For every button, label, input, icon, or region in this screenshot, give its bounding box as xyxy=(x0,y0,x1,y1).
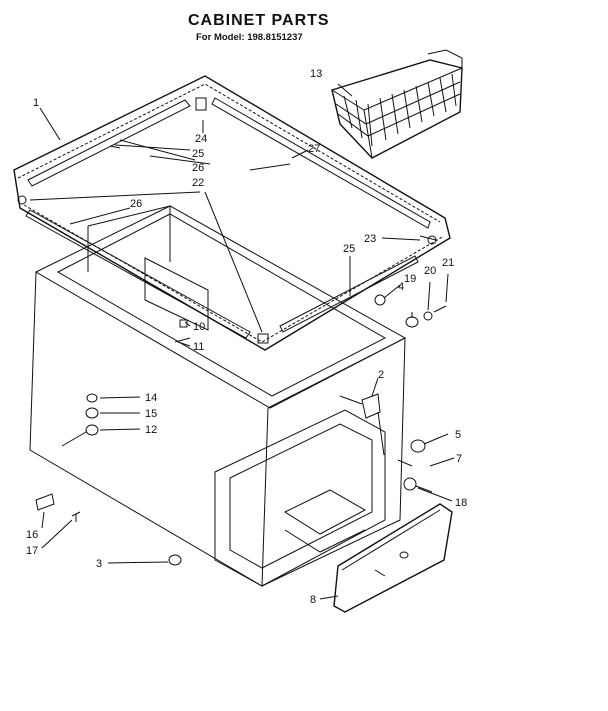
callout-17: 17 xyxy=(26,545,38,557)
callout-22: 22 xyxy=(192,177,204,189)
callout-19: 19 xyxy=(404,273,416,285)
callout-5: 5 xyxy=(455,429,461,441)
wire-basket xyxy=(331,49,463,159)
lid-frame xyxy=(13,75,451,351)
callout-15: 15 xyxy=(145,408,157,420)
callout-7: 7 xyxy=(456,453,462,465)
callout-26-front: 26 xyxy=(130,198,142,210)
callout-11: 11 xyxy=(193,341,204,353)
model-number: For Model: 198.8151237 xyxy=(196,32,303,43)
callout-24: 24 xyxy=(195,133,207,145)
callout-23: 23 xyxy=(364,233,376,245)
callout-26-rear: 26 xyxy=(192,162,204,174)
callout-labels: 1 2 3 4 5 7 8 10 11 12 13 14 15 16 17 18… xyxy=(26,68,467,606)
leader-lines xyxy=(29,83,455,600)
callout-27: 27 xyxy=(308,143,320,155)
callout-2: 2 xyxy=(378,369,384,381)
callout-10: 10 xyxy=(193,321,205,333)
callout-12: 12 xyxy=(145,424,157,436)
callout-4: 4 xyxy=(398,281,404,293)
callout-20: 20 xyxy=(424,265,436,277)
small-parts xyxy=(35,235,447,577)
callout-14: 14 xyxy=(145,392,157,404)
callout-18: 18 xyxy=(455,497,467,509)
cabinet-body xyxy=(29,205,407,587)
callout-21: 21 xyxy=(442,257,454,269)
callout-16: 16 xyxy=(26,529,38,541)
callout-3: 3 xyxy=(96,558,102,570)
callout-25-rear: 25 xyxy=(192,148,204,160)
callout-1: 1 xyxy=(33,97,39,109)
callout-13: 13 xyxy=(310,68,322,80)
access-panel xyxy=(333,503,453,613)
callout-25-front: 25 xyxy=(343,243,355,255)
callout-8: 8 xyxy=(310,594,316,606)
diagram-title: CABINET PARTS xyxy=(188,12,330,29)
